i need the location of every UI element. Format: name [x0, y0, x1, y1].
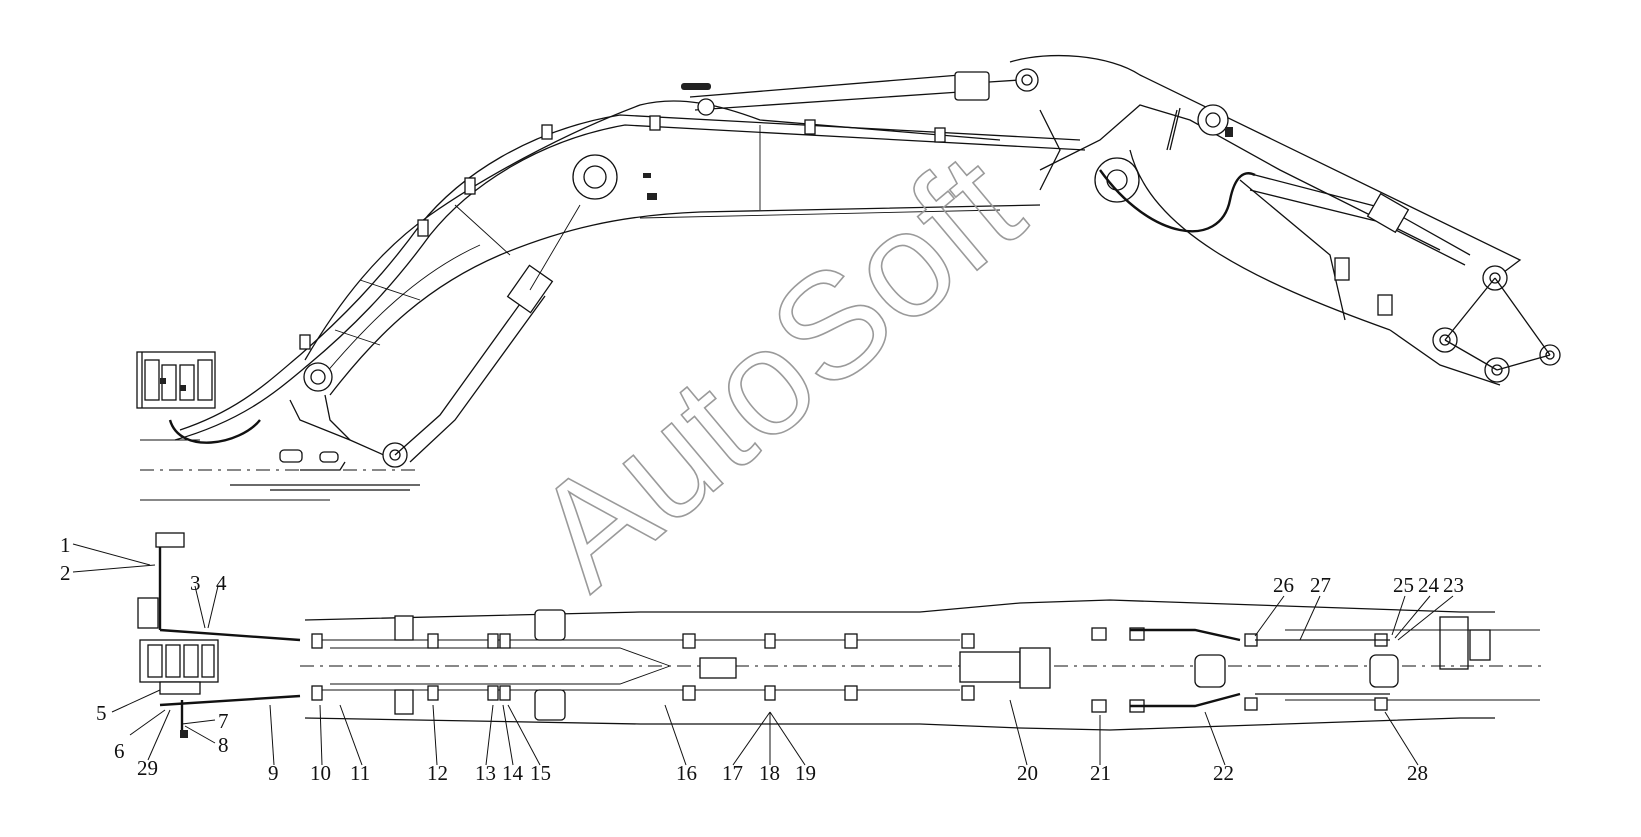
callout-26: 26: [1273, 573, 1294, 597]
hose-clamps: [311, 627, 1388, 713]
callout-28: 28: [1407, 761, 1428, 785]
callout-16: 16: [676, 761, 697, 785]
callout-7: 7: [218, 709, 229, 733]
callout-leaders: [72, 543, 1454, 766]
callout-18: 18: [759, 761, 780, 785]
callout-23: 23: [1443, 573, 1464, 597]
callout-3: 3: [190, 571, 201, 595]
callout-labels: 1 2 3 4 5 6 7 8 9 10 11 12 13 14 15 16 1…: [60, 533, 1464, 785]
callout-27: 27: [1310, 573, 1331, 597]
callout-22: 22: [1213, 761, 1234, 785]
callout-24: 24: [1418, 573, 1440, 597]
callout-5: 5: [96, 701, 107, 725]
callout-13: 13: [475, 761, 496, 785]
arm: [1009, 54, 1561, 386]
callout-15: 15: [530, 761, 551, 785]
callout-11: 11: [350, 761, 370, 785]
boom-hose-run: [168, 114, 1086, 444]
callout-4: 4: [216, 571, 227, 595]
callout-20: 20: [1017, 761, 1038, 785]
callout-19: 19: [795, 761, 816, 785]
callout-8: 8: [218, 733, 229, 757]
callout-29: 29: [137, 756, 158, 780]
control-valve-side: [136, 351, 216, 409]
callout-14: 14: [502, 761, 524, 785]
plan-view: [137, 532, 1545, 738]
control-valve-plan: [137, 532, 219, 738]
side-view: [136, 54, 1561, 501]
arm-cylinder: [681, 68, 1039, 116]
callout-2: 2: [60, 561, 71, 585]
callout-12: 12: [427, 761, 448, 785]
callout-10: 10: [310, 761, 331, 785]
boom-cylinder: [394, 204, 581, 463]
callout-9: 9: [268, 761, 279, 785]
callout-17: 17: [722, 761, 743, 785]
callout-21: 21: [1090, 761, 1111, 785]
callout-1: 1: [60, 533, 71, 557]
callout-25: 25: [1393, 573, 1414, 597]
base-platform: [140, 439, 420, 501]
callout-6: 6: [114, 739, 125, 763]
